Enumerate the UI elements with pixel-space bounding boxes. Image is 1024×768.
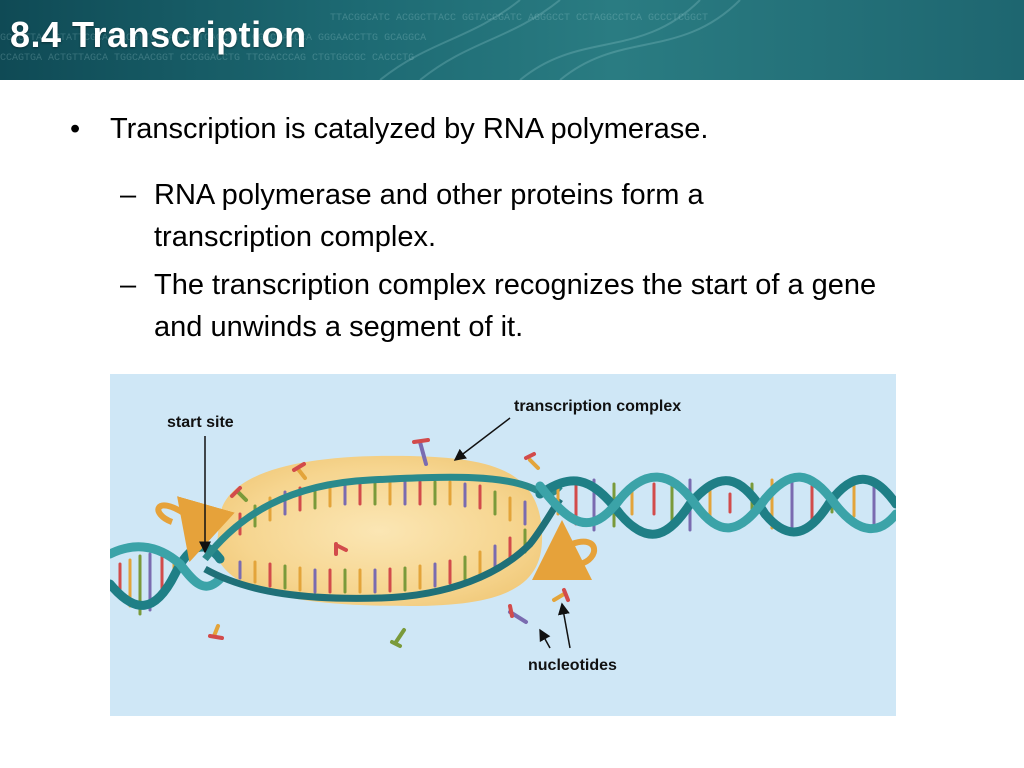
bullet-text: Transcription is catalyzed by RNA polyme…	[110, 113, 709, 145]
sub-bullet-marker: –	[120, 269, 137, 301]
nucleotide	[390, 628, 406, 648]
nucleotide	[552, 588, 570, 602]
transcription-complex-pointer	[453, 417, 511, 461]
rotation-arrow-left	[155, 496, 235, 563]
bullet-marker: •	[70, 113, 81, 145]
nucleotide	[412, 438, 430, 466]
dna-right-helix	[535, 472, 896, 539]
transcription-complex-label: transcription complex	[514, 398, 682, 415]
sub-bullet-text: The transcription complex recognizes the…	[154, 269, 877, 343]
nucleotide	[208, 624, 224, 640]
nucleotides-pointer-1	[539, 628, 551, 649]
nucleotide	[230, 486, 248, 502]
sub-bullet-marker: –	[120, 179, 137, 211]
slide-header: TTACGGCATC ACGGCTTACC GGTACCGATC AGGGCCT…	[0, 0, 1024, 80]
start-site-label: start site	[167, 414, 234, 431]
svg-text:TTACGGCATC ACGGCTTACC GGTACCGA: TTACGGCATC ACGGCTTACC GGTACCGATC AGGGCCT…	[330, 13, 708, 24]
header-dna-texture: TTACGGCATC ACGGCTTACC GGTACCGATC AGGGCCT…	[0, 0, 741, 80]
nucleotide	[334, 542, 348, 556]
nucleotide	[292, 462, 307, 480]
transcription-figure: start site transcription complex nucleot…	[110, 374, 896, 716]
rotation-arrow-right	[532, 520, 598, 581]
svg-text:CCAGTGA ACTGTTAGCA TGGCAACGGT: CCAGTGA ACTGTTAGCA TGGCAACGGT CCCGGACCTG…	[0, 53, 414, 64]
free-nucleotides	[208, 438, 570, 648]
nucleotide	[508, 604, 528, 624]
nucleotides-pointer-2	[557, 602, 571, 649]
slide-title: 8.4 Transcription	[10, 14, 307, 55]
sub-bullet-text: RNA polymerase and other proteins form a…	[154, 179, 704, 253]
nucleotide	[524, 452, 540, 470]
transcription-illustration	[110, 417, 896, 649]
svg-text:GCACTTAC GTATTCGCAT ACGTTGCCAA: GCACTTAC GTATTCGCAT ACGTTGCCAA GGTCAGCTT…	[0, 33, 426, 44]
nucleotides-label: nucleotides	[528, 657, 617, 674]
slide-body: • Transcription is catalyzed by RNA poly…	[0, 0, 1024, 380]
